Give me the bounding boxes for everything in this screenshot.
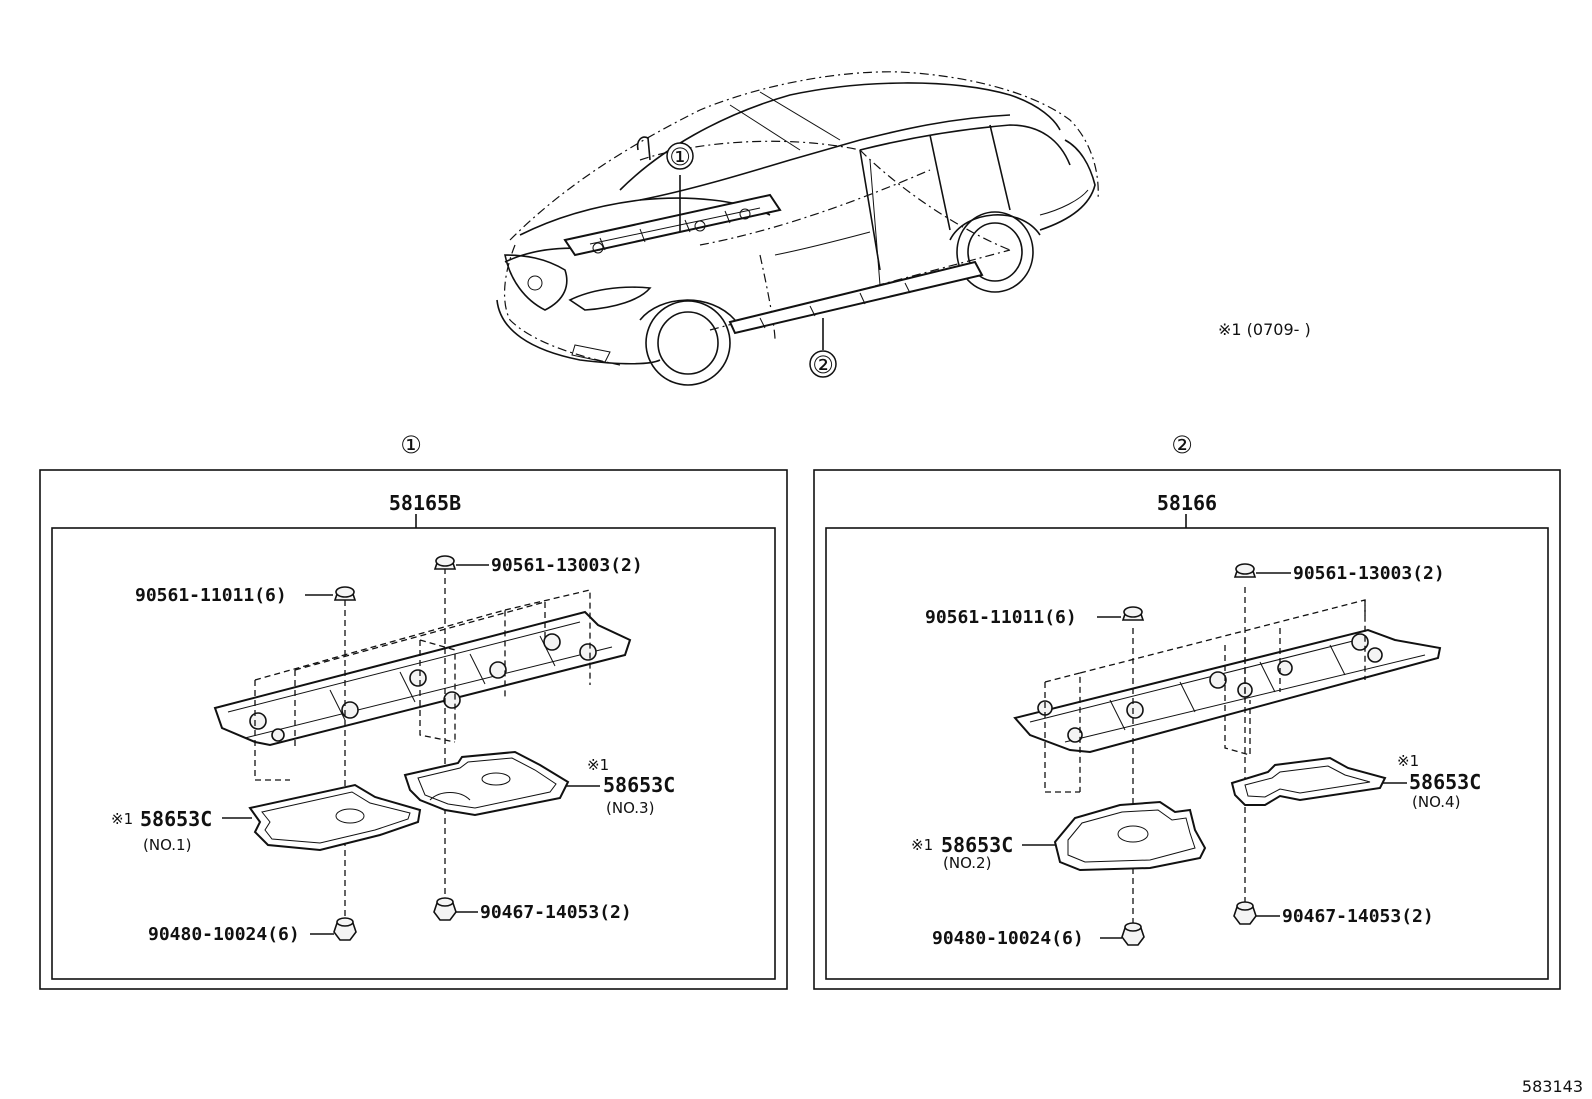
- panel-1-cover-a-mark: ※1: [111, 810, 133, 828]
- callout-circle-1: [666, 142, 694, 170]
- callout-circle-2: [809, 350, 837, 378]
- panel-1-clip-90561-11011: [333, 586, 357, 601]
- panel-2-nut-lower-left-label: 90480-10024(6): [932, 928, 1084, 949]
- panel-1-frame: [39, 469, 788, 990]
- panel-2-frame: [813, 469, 1561, 990]
- panel-1-nut-90467-14053: [433, 897, 457, 921]
- panel-2-clip-upper-left-label: 90561-11011(6): [925, 607, 1077, 628]
- panel-1-cover-no3: [403, 750, 570, 817]
- panel-1-clip-upper-right-label: 90561-13003(2): [491, 555, 643, 576]
- panel-1-assembly-number: 58165B: [389, 491, 461, 515]
- panel-2-cover-no4: [1230, 756, 1387, 806]
- panel-2-clip-90561-13003: [1233, 563, 1257, 578]
- panel-2-side-under-cover: [1013, 587, 1442, 925]
- panel-1-cover-b-part: 58653C: [603, 773, 675, 797]
- overview-callout-1: ①: [669, 143, 691, 171]
- panel-1-cover-a-sub: (NO.1): [143, 836, 191, 854]
- panel-2-cover-a-part: 58653C: [941, 833, 1013, 857]
- panel-2-inner-frame: [825, 527, 1549, 980]
- panel-1-cover-no1: [248, 783, 422, 852]
- panel-2-nut-90467-14053: [1233, 901, 1257, 925]
- panel-2-cover-b-part: 58653C: [1409, 770, 1481, 794]
- panel-1-clip-upper-left-label: 90561-11011(6): [135, 585, 287, 606]
- panel-1-cover-b-mark: ※1: [587, 756, 609, 774]
- panel-1-nut-lower-left-label: 90480-10024(6): [148, 924, 300, 945]
- panel-2-clip-90561-11011: [1121, 606, 1145, 621]
- figure-number: 583143: [1522, 1077, 1583, 1096]
- car-overview-illustration: [496, 71, 1099, 386]
- panel-2-nut-lower-right-label: 90467-14053(2): [1282, 906, 1434, 927]
- panel-2-clip-upper-right-label: 90561-13003(2): [1293, 563, 1445, 584]
- panel-2-cover-a-sub: (NO.2): [943, 854, 991, 872]
- panel-1-clip-90561-13003: [433, 555, 457, 570]
- panel-2-cover-a-mark: ※1: [911, 836, 933, 854]
- overview-callout-2: ②: [812, 351, 834, 379]
- panel-2-cover-b-mark: ※1: [1397, 752, 1419, 770]
- panel-2-nut-90480-10024: [1121, 922, 1145, 946]
- panel-1-cover-b-sub: (NO.3): [606, 799, 654, 817]
- panel-1-inner-frame: [51, 527, 776, 980]
- panel-1-nut-90480-10024: [333, 917, 357, 941]
- panel-1-engine-under-cover: [213, 568, 632, 920]
- panel-2-cover-no2: [1053, 800, 1207, 872]
- panel-2-cover-b-sub: (NO.4): [1412, 793, 1460, 811]
- panel-1-cover-a-part: 58653C: [140, 807, 212, 831]
- applicability-note: ※1 (0709- ): [1218, 320, 1311, 339]
- panel-1-nut-lower-right-label: 90467-14053(2): [480, 902, 632, 923]
- panel-2-assembly-number: 58166: [1157, 491, 1217, 515]
- panel-2-callout: ②: [1171, 431, 1193, 459]
- panel-1-callout: ①: [400, 431, 422, 459]
